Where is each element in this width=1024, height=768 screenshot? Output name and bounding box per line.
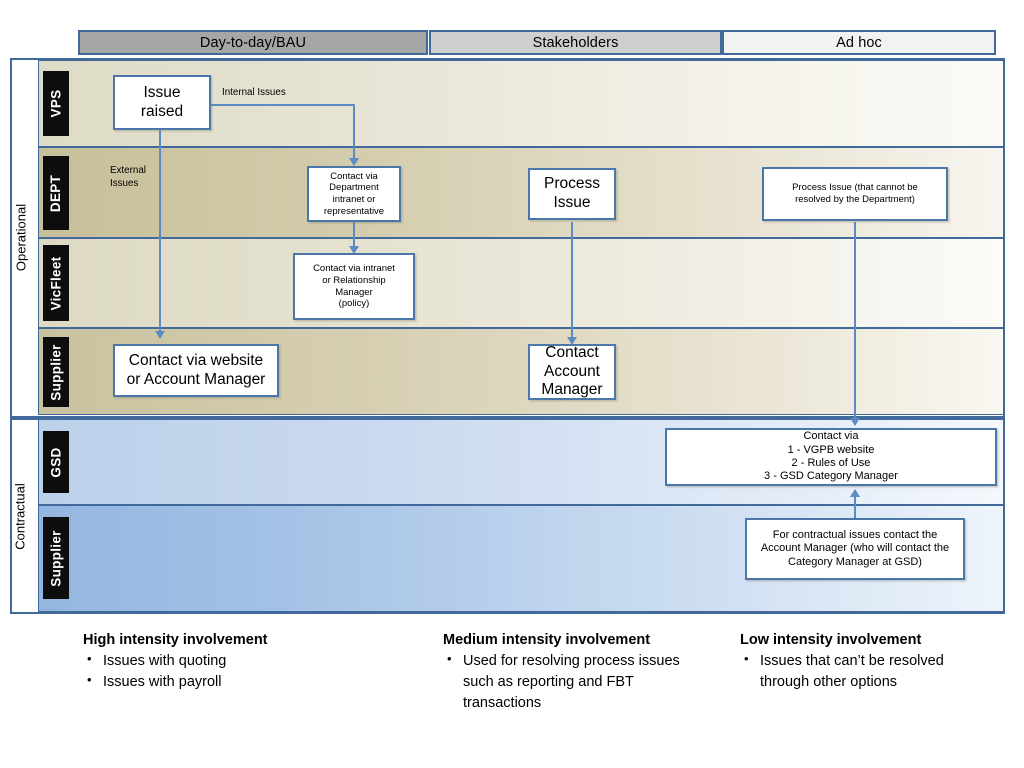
box-contact-via-department-intranet[interactable]: Contact via Department intranet or repre… xyxy=(307,166,401,222)
legend-item: Issues with payroll xyxy=(83,671,268,693)
legend-list: Issues with quoting Issues with payroll xyxy=(83,650,268,693)
tab-ad-hoc[interactable]: Ad hoc xyxy=(722,30,996,55)
box-text: Contact via website or Account Manager xyxy=(126,351,266,388)
legend-list: Issues that can’t be resolved through ot… xyxy=(740,650,990,693)
legend-title: Medium intensity involvement xyxy=(443,632,651,648)
role-chip-label: Supplier xyxy=(48,343,64,401)
connector-issue-to-dept-vertical xyxy=(353,104,355,160)
connector-process-issue-adhoc-to-gsd-vertical xyxy=(854,222,856,422)
role-chip-label: Supplier xyxy=(48,529,64,587)
tab-day-to-day-bau[interactable]: Day-to-day/BAU xyxy=(78,30,428,55)
role-chip-vicfleet: VicFleet xyxy=(43,245,69,321)
box-process-issue-unresolved[interactable]: Process Issue (that cannot be resolved b… xyxy=(762,167,948,221)
group-label-operational: Operational xyxy=(13,203,29,272)
tab-label: Day-to-day/BAU xyxy=(199,34,307,51)
role-chip-label: VPS xyxy=(48,89,64,118)
legend-medium-intensity: Medium intensity involvement Used for re… xyxy=(443,632,693,714)
role-chip-supplier-operational: Supplier xyxy=(43,337,69,407)
legend-item: Used for resolving process issues such a… xyxy=(443,650,693,714)
legend-low-intensity: Low intensity involvement Issues that ca… xyxy=(740,632,990,693)
box-contact-via-website-or-account-manager[interactable]: Contact via website or Account Manager xyxy=(113,344,279,397)
tab-stakeholders[interactable]: Stakeholders xyxy=(429,30,722,55)
role-chip-dept: DEPT xyxy=(43,156,69,230)
box-text: Contact via Department intranet or repre… xyxy=(323,170,385,217)
box-text: Issue raised xyxy=(140,83,184,120)
box-text: Contact Account Manager xyxy=(541,343,603,399)
tab-label: Ad hoc xyxy=(836,34,882,51)
arrow-head-to-contact-account-manager-box xyxy=(567,337,577,345)
role-chip-label: DEPT xyxy=(48,174,64,212)
connector-issue-to-dept-horizontal xyxy=(211,104,355,106)
box-process-issue[interactable]: Process Issue xyxy=(528,168,616,220)
arrow-head-to-gsd-contact-box xyxy=(850,418,860,426)
arrow-head-to-dept-box xyxy=(349,158,359,166)
connector-dept-to-vicfleet-vertical xyxy=(353,222,355,250)
swimlane-vicfleet xyxy=(38,238,1004,328)
role-chip-vps: VPS xyxy=(43,71,69,136)
box-text: Process Issue (that cannot be resolved b… xyxy=(792,182,918,205)
role-chip-label: GSD xyxy=(48,446,64,478)
connector-process-issue-to-account-manager-vertical xyxy=(571,222,573,342)
box-issue-raised[interactable]: Issue raised xyxy=(113,75,211,130)
box-contact-account-manager[interactable]: Contact Account Manager xyxy=(528,344,616,400)
role-chip-label: VicFleet xyxy=(48,256,64,310)
box-text: For contractual issues contact the Accou… xyxy=(760,528,950,568)
legend-high-intensity: High intensity involvement Issues with q… xyxy=(83,632,268,693)
box-text: Process Issue xyxy=(544,175,600,211)
arrow-head-to-vicfleet-box xyxy=(349,246,359,254)
legend-title: Low intensity involvement xyxy=(740,632,922,648)
box-text: Contact via intranet or Relationship Man… xyxy=(313,263,395,310)
box-gsd-contact-via-options[interactable]: Contact via 1 - VGPB website 2 - Rules o… xyxy=(665,428,997,486)
box-text: Contact via 1 - VGPB website 2 - Rules o… xyxy=(764,430,898,483)
connector-issue-to-supplier-vertical xyxy=(159,130,161,334)
legend-title: High intensity involvement xyxy=(83,632,268,648)
legend-item: Issues that can’t be resolved through ot… xyxy=(740,650,990,693)
role-chip-gsd: GSD xyxy=(43,431,69,493)
role-chip-supplier-contractual: Supplier xyxy=(43,517,69,599)
arrow-head-to-supplier-website-box xyxy=(155,331,165,339)
connector-supplier-contractual-to-gsd-vertical xyxy=(854,496,856,522)
legend-item: Issues with quoting xyxy=(83,650,268,672)
tab-label: Stakeholders xyxy=(532,34,619,51)
legend-list: Used for resolving process issues such a… xyxy=(443,650,693,714)
box-contractual-issues-account-manager[interactable]: For contractual issues contact the Accou… xyxy=(745,518,965,580)
label-external-issues: External Issues xyxy=(110,165,146,190)
box-contact-via-intranet-relationship-manager[interactable]: Contact via intranet or Relationship Man… xyxy=(293,253,415,320)
group-label-contractual: Contractual xyxy=(12,483,28,550)
label-internal-issues: Internal Issues xyxy=(222,87,286,98)
arrow-head-up-to-gsd-contact-box xyxy=(850,489,860,497)
